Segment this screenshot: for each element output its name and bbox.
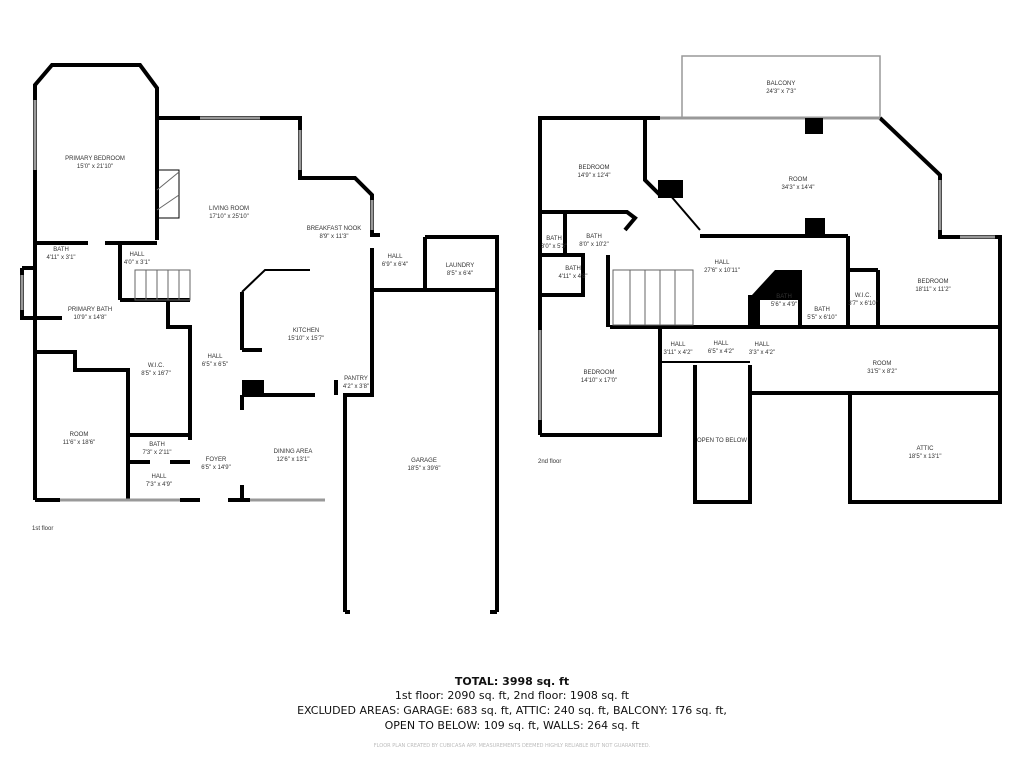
- fireplace-icon: [156, 169, 180, 219]
- room-dim: 24'3" x 7'3": [766, 89, 796, 95]
- room-dim: 18'11" x 11'2": [915, 287, 950, 293]
- room-name: OPEN TO BELOW: [697, 438, 747, 444]
- room-dim: 7'3" x 4'9": [146, 482, 172, 488]
- room-name: BATH: [565, 266, 581, 272]
- floor-label-1st: 1st floor: [32, 526, 53, 532]
- room-dim: 8'9" x 11'3": [319, 234, 348, 240]
- room-name: ROOM: [789, 177, 808, 183]
- room-name: BALCONY: [767, 81, 796, 87]
- room-name: BEDROOM: [578, 165, 609, 171]
- room-dim: 6'9" x 6'4": [382, 262, 408, 268]
- second-floor-walls: 2nd floor: [538, 55, 1002, 504]
- room-name: HALL: [670, 342, 686, 348]
- room-name: PANTRY: [344, 376, 368, 382]
- room-dim: 15'0" x 21'10": [77, 164, 113, 170]
- second-floor-room-labels: BALCONY 24'3" x 7'3" BEDROOM 14'9" x 12'…: [541, 81, 951, 460]
- room-name: PRIMARY BATH: [68, 307, 112, 313]
- disclaimer: FLOOR PLAN CREATED BY CUBICASA APP. MEAS…: [373, 743, 651, 749]
- room-dim: 3'11" x 4'2": [663, 350, 692, 356]
- room-dim: 6'5" x 14'9": [201, 465, 231, 471]
- room-name: HALL: [151, 474, 167, 480]
- room-dim: 34'3" x 14'4": [782, 185, 815, 191]
- room-dim: 3'7" x 6'10": [848, 301, 878, 307]
- room-dim: 6'5" x 6'5": [202, 362, 228, 368]
- room-name: HALL: [129, 252, 145, 258]
- staircase-icon: [612, 269, 694, 326]
- total-area: TOTAL: 3998 sq. ft: [454, 675, 570, 688]
- room-dim: 4'11" x 4'8": [558, 274, 587, 280]
- room-dim: 6'5" x 4'2": [708, 349, 734, 355]
- first-floor-walls: 1st floor: [20, 63, 499, 614]
- room-name: BREAKFAST NOOK: [307, 226, 362, 232]
- room-dim: 8'5" x 16'7": [141, 371, 171, 377]
- room-dim: 3'0" x 5'3": [541, 244, 567, 250]
- room-dim: 5'5" x 6'10": [807, 315, 837, 321]
- room-dim: 15'10" x 15'7": [288, 336, 324, 342]
- room-name: ROOM: [873, 361, 892, 367]
- room-name: LIVING ROOM: [209, 206, 249, 212]
- room-name: BATH: [53, 247, 69, 253]
- room-name: BEDROOM: [917, 279, 948, 285]
- floor-areas: 1st floor: 2090 sq. ft, 2nd floor: 1908 …: [394, 689, 630, 702]
- room-dim: 8'5" x 6'4": [447, 271, 473, 277]
- room-name: BEDROOM: [583, 370, 614, 376]
- first-floor-room-labels: PRIMARY BEDROOM 15'0" x 21'10" LIVING RO…: [46, 156, 474, 488]
- room-dim: 31'5" x 8'2": [867, 369, 897, 375]
- room-dim: 27'6" x 10'11": [704, 268, 740, 274]
- room-dim: 4'2" x 3'8": [343, 384, 369, 390]
- room-dim: 18'5" x 13'1": [909, 454, 942, 460]
- room-dim: 14'9" x 12'4": [578, 173, 611, 179]
- room-name: HALL: [713, 341, 729, 347]
- room-name: HALL: [207, 354, 223, 360]
- room-name: BATH: [546, 236, 562, 242]
- room-dim: 5'6" x 4'9": [771, 302, 797, 308]
- room-name: PRIMARY BEDROOM: [65, 156, 125, 162]
- room-dim: 10'9" x 14'8": [74, 315, 107, 321]
- room-dim: 11'6" x 18'6": [63, 440, 95, 446]
- floor-label-2nd: 2nd floor: [538, 459, 561, 465]
- room-dim: 4'11" x 3'1": [46, 255, 75, 261]
- room-name: KITCHEN: [293, 328, 319, 334]
- room-name: BATH: [149, 442, 165, 448]
- room-name: DINING AREA: [274, 449, 313, 455]
- room-name: ROOM: [70, 432, 89, 438]
- room-dim: 7'3" x 2'11": [142, 450, 171, 456]
- room-name: HALL: [754, 342, 770, 348]
- room-name: FOYER: [206, 457, 227, 463]
- room-name: W.I.C.: [148, 363, 165, 369]
- room-name: ATTIC: [917, 446, 935, 452]
- room-dim: 4'0" x 3'1": [124, 260, 150, 266]
- room-dim: 18'5" x 39'6": [408, 466, 441, 472]
- excluded-areas-cont: OPEN TO BELOW: 109 sq. ft, WALLS: 264 sq…: [384, 719, 640, 732]
- room-dim: 14'10" x 17'0": [581, 378, 617, 384]
- room-name: HALL: [714, 260, 730, 266]
- room-dim: 3'3" x 4'2": [749, 350, 775, 356]
- chimney: [242, 380, 264, 396]
- room-dim: 17'10" x 25'10": [209, 214, 249, 220]
- room-name: BATH: [586, 234, 602, 240]
- room-name: HALL: [387, 254, 403, 260]
- room-name: W.I.C.: [855, 293, 872, 299]
- room-name: BATH: [776, 294, 792, 300]
- room-name: BATH: [814, 307, 830, 313]
- room-name: LAUNDRY: [446, 263, 475, 269]
- excluded-areas: EXCLUDED AREAS: GARAGE: 683 sq. ft, ATTI…: [297, 704, 727, 717]
- room-dim: 12'6" x 13'1": [277, 457, 310, 463]
- room-name: GARAGE: [411, 458, 437, 464]
- staircase-icon: [134, 269, 191, 301]
- room-dim: 8'0" x 10'2": [579, 242, 609, 248]
